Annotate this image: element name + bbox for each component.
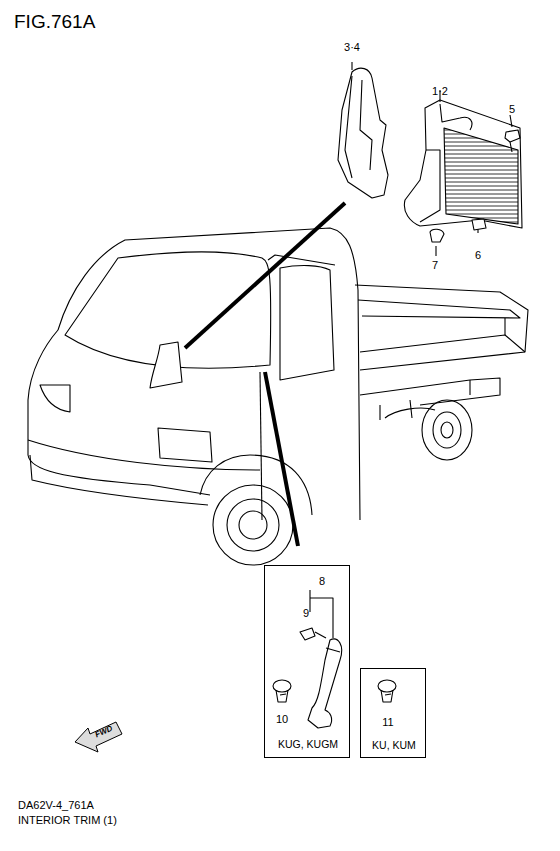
callout-number: 8 [319,576,325,587]
callout-number: 5 [509,104,515,115]
figure-title: FIG.761A [14,12,95,31]
figure-caption: DA62V-4_761A [18,800,94,811]
callout-number: 7 [432,260,438,271]
callout-number: 6 [475,250,481,261]
callout-number: 10 [276,714,288,725]
callout-number: 3·4 [344,42,360,53]
variant-box: 8 9 10KUG, KUGM [264,565,350,758]
figure-caption: INTERIOR TRIM (1) [18,815,117,826]
variant-code: KUG, KUGM [278,739,338,750]
variant-code: KU, KUM [372,740,416,751]
callout-number: 11 [382,717,393,728]
callout-number: 1·2 [432,86,448,97]
callout-number: 9 [303,608,309,619]
variant-box: 11KU, KUM [360,668,426,758]
